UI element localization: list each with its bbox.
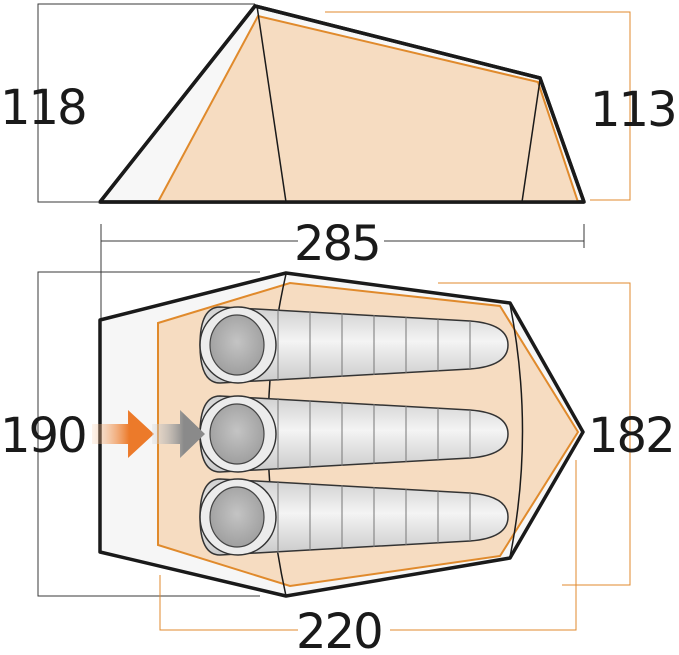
sleeping-bag-icon — [199, 478, 509, 556]
inner-length-dimline — [159, 460, 577, 631]
entrance-arrow-inner-icon — [152, 410, 205, 458]
floor-rear-pole — [509, 303, 524, 558]
rear-width-label: 182 — [588, 408, 674, 464]
inner-length-label: 220 — [296, 604, 382, 655]
front-height-dimline — [37, 3, 255, 203]
side-front-pole — [256, 5, 287, 203]
front-width-label: 190 — [0, 408, 86, 464]
sleeping-bag-icon — [199, 395, 509, 473]
entrance-arrow-outer-icon — [92, 410, 154, 458]
total-length-label: 285 — [294, 216, 380, 272]
front-height-label: 118 — [0, 80, 86, 136]
rear-width-dimline — [438, 282, 631, 586]
length-dimension: 285 — [100, 216, 585, 318]
side-rear-pole — [521, 79, 541, 203]
floor-plan-view: 190 182 220 — [0, 271, 676, 655]
sleeping-bags — [199, 306, 509, 556]
side-view: 118 113 — [0, 3, 678, 204]
front-width-dimline — [37, 271, 260, 597]
rear-height-dimline — [325, 11, 631, 201]
sleeping-bag-icon — [199, 306, 509, 384]
side-inner-tent — [156, 14, 580, 203]
rear-height-label: 113 — [590, 82, 676, 138]
